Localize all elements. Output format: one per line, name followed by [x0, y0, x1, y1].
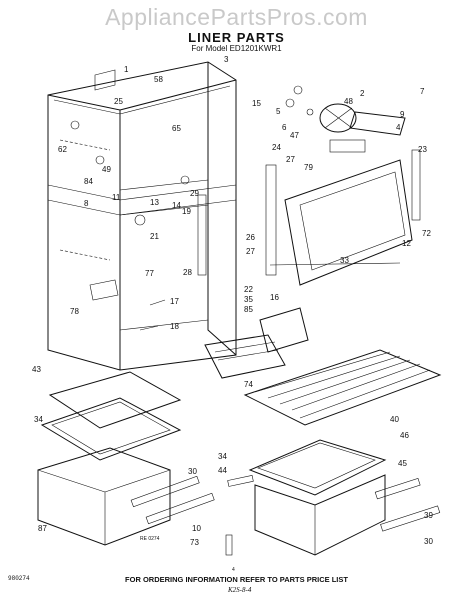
callout-58: 58: [154, 75, 163, 84]
callout-62: 62: [58, 145, 67, 154]
callout-40: 40: [390, 415, 399, 424]
callout-26: 26: [246, 233, 255, 242]
crisper-right: [227, 439, 441, 556]
callout-74: 74: [244, 380, 253, 389]
callout-7: 7: [420, 87, 425, 96]
ref-code: RE 0274: [140, 536, 160, 542]
crisper-left: [37, 371, 233, 556]
callout-1: 1: [124, 65, 129, 74]
callout-29: 29: [190, 189, 199, 198]
callout-78: 78: [70, 307, 79, 316]
callout-85: 85: [244, 305, 253, 314]
callout-18: 18: [170, 322, 179, 331]
ice-bin: [204, 307, 309, 379]
callout-44: 44: [218, 466, 227, 475]
callout-22: 22: [244, 285, 253, 294]
callout-72: 72: [422, 229, 431, 238]
callout-87: 87: [38, 524, 47, 533]
callout-11: 11: [112, 193, 121, 202]
callout-79: 79: [304, 163, 313, 172]
callout-8: 8: [84, 199, 89, 208]
callout-39: 39: [424, 511, 433, 520]
callout-77: 77: [145, 269, 154, 278]
callout-45: 45: [398, 459, 407, 468]
callout-15: 15: [252, 99, 261, 108]
callout-47: 47: [290, 131, 299, 140]
callout-34: 34: [34, 415, 43, 424]
callout-14: 14: [172, 201, 181, 210]
callout-9: 9: [400, 110, 405, 119]
callout-4: 4: [396, 123, 401, 132]
callout-27b: 27: [246, 247, 255, 256]
callout-17: 17: [170, 297, 179, 306]
page-number: 4: [232, 567, 235, 573]
ordering-info-footer: FOR ORDERING INFORMATION REFER TO PARTS …: [125, 575, 348, 584]
callout-labels: 1 3 58 25 65 62 49 84 8 11 13 14 29 19 2…: [32, 55, 433, 547]
callout-65: 65: [172, 124, 181, 133]
document-code: 980274: [8, 575, 30, 582]
callout-28: 28: [183, 268, 192, 277]
callout-16: 16: [270, 293, 279, 302]
callout-48: 48: [344, 97, 353, 106]
callout-30b: 30: [424, 537, 433, 546]
callout-3: 3: [224, 55, 229, 64]
callout-25: 25: [114, 97, 123, 106]
wire-shelf: [243, 349, 442, 426]
callout-33: 33: [340, 256, 349, 265]
callout-19: 19: [182, 207, 191, 216]
callout-2: 2: [360, 89, 365, 98]
callout-46: 46: [400, 431, 409, 440]
handwritten-signature: K2S-8-4: [228, 586, 252, 594]
callout-35: 35: [244, 295, 253, 304]
callout-12: 12: [402, 239, 411, 248]
callout-43: 43: [32, 365, 41, 374]
callout-6: 6: [282, 123, 287, 132]
callout-27: 27: [286, 155, 295, 164]
page-title: LINER PARTS: [188, 30, 285, 45]
callout-10: 10: [192, 524, 201, 533]
callout-21: 21: [150, 232, 159, 241]
fan-assembly: [285, 85, 406, 153]
watermark: AppliancePartsPros.com: [105, 4, 368, 30]
callout-13: 13: [150, 198, 159, 207]
callout-24: 24: [272, 143, 281, 152]
callout-49: 49: [102, 165, 111, 174]
model-subtitle: For Model ED1201KWR1: [191, 44, 282, 53]
control-panel: [265, 149, 421, 286]
callout-23: 23: [418, 145, 427, 154]
callout-84: 84: [84, 177, 93, 186]
callout-34b: 34: [218, 452, 227, 461]
cabinet-liner: [47, 61, 237, 371]
callout-73: 73: [190, 538, 199, 547]
callout-5: 5: [276, 107, 281, 116]
callout-30: 30: [188, 467, 197, 476]
